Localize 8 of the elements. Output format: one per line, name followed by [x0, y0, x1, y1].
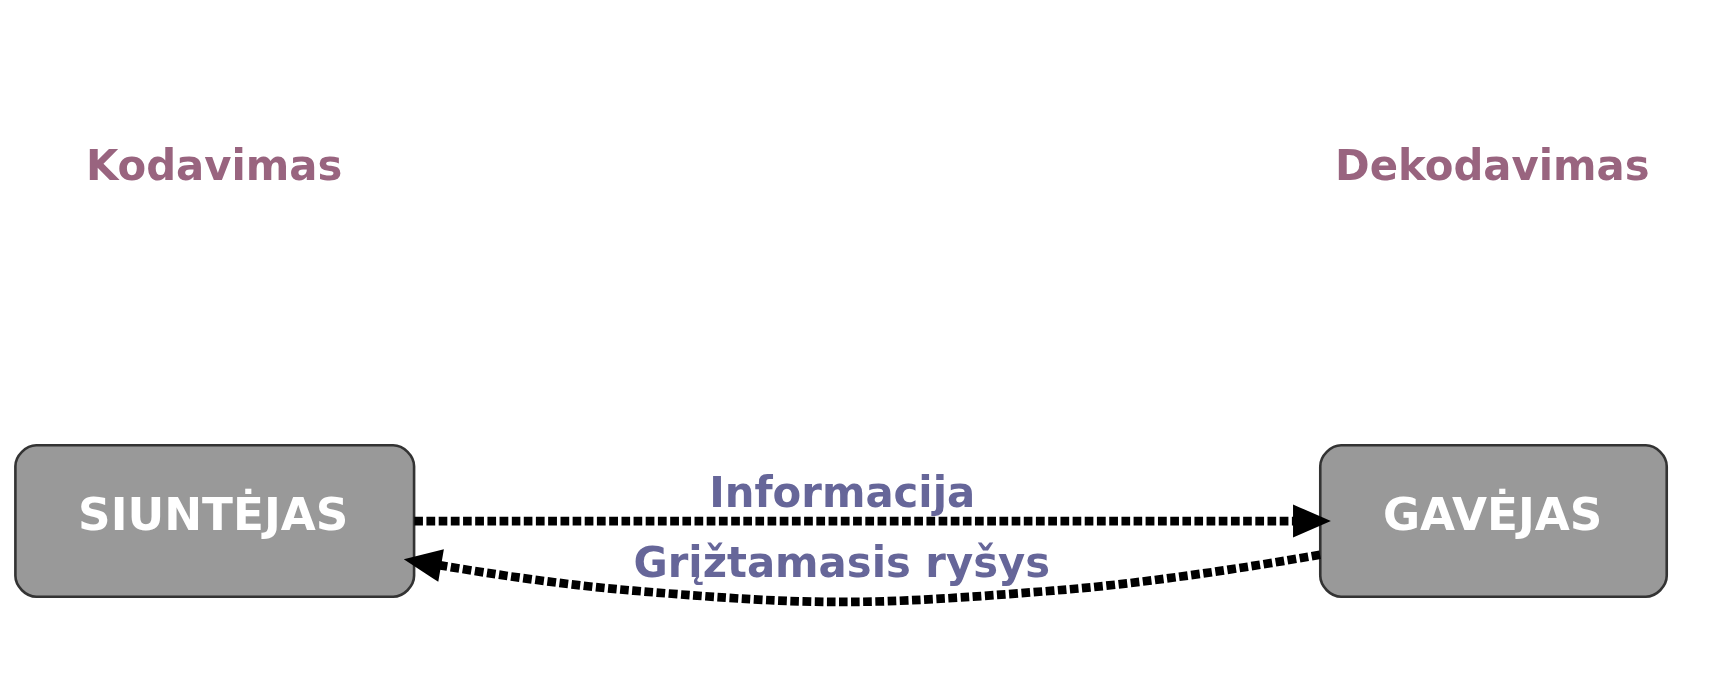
node-box: GAVĖJAS — [1318, 444, 1669, 599]
label: Kodavimas — [85, 141, 343, 191]
arrow — [403, 549, 1321, 607]
arrow — [414, 504, 1331, 538]
edge-label: Informacija — [709, 468, 976, 518]
label: Dekodavimas — [1335, 141, 1650, 191]
node-box: SIUNTĖJAS — [14, 444, 416, 599]
edge-label: Grįžtamasis ryšys — [633, 538, 1051, 588]
